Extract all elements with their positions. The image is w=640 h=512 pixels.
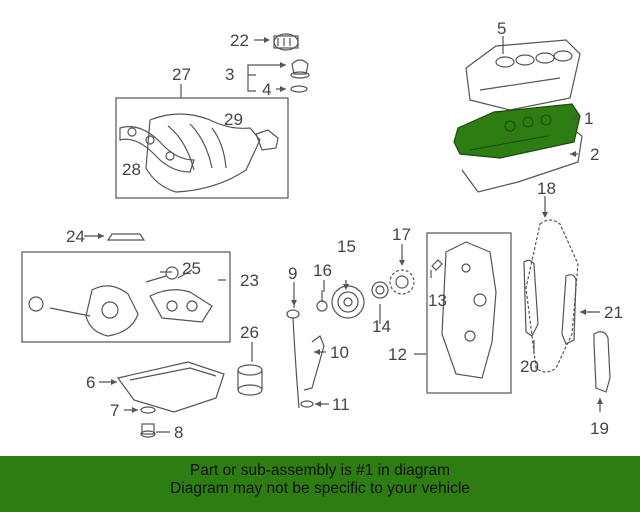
intake-manifold-part bbox=[145, 113, 261, 193]
callout-2: 2 bbox=[590, 145, 599, 164]
callout-12: 12 bbox=[388, 345, 407, 364]
crank-seal-part bbox=[371, 281, 389, 299]
callout-arrows bbox=[98, 37, 603, 413]
callout-14: 14 bbox=[372, 317, 391, 336]
callout-25: 25 bbox=[182, 259, 201, 278]
oil-cap-part bbox=[290, 59, 310, 79]
callout-1: 1 bbox=[584, 109, 593, 128]
callout-6: 6 bbox=[86, 373, 95, 392]
callout-13: 13 bbox=[428, 291, 447, 310]
oil-filler-cap-part bbox=[273, 33, 299, 51]
timing-chain-part bbox=[525, 219, 579, 373]
bolt-part bbox=[316, 290, 328, 312]
cover-bolt-part bbox=[431, 259, 443, 271]
chain-guide-part bbox=[523, 259, 539, 337]
crank-pulley-part bbox=[331, 285, 365, 319]
callout-3: 3 bbox=[225, 65, 234, 84]
oil-filter-part bbox=[237, 364, 263, 396]
drain-plug-part bbox=[140, 423, 156, 438]
callout-17: 17 bbox=[392, 225, 411, 244]
washer-part bbox=[140, 406, 156, 414]
callout-16: 16 bbox=[313, 261, 332, 280]
pump-gasket-part bbox=[106, 233, 146, 241]
callout-10: 10 bbox=[330, 343, 349, 362]
callout-19: 19 bbox=[590, 419, 609, 438]
callout-7: 7 bbox=[110, 401, 119, 420]
callout-26: 26 bbox=[240, 323, 259, 342]
oil-pan-part bbox=[116, 361, 225, 413]
dipstick-tube-part bbox=[303, 335, 325, 391]
callout-21: 21 bbox=[604, 303, 623, 322]
callout-9: 9 bbox=[288, 264, 297, 283]
callout-27: 27 bbox=[172, 65, 191, 84]
callout-11: 11 bbox=[332, 395, 350, 414]
valve-cover-gasket-part bbox=[461, 129, 583, 193]
intake-gasket-part bbox=[119, 126, 195, 173]
gasket-ring-part bbox=[290, 85, 308, 93]
sensor-part bbox=[255, 129, 279, 151]
leader-lines bbox=[84, 36, 601, 433]
engine-cover-part bbox=[465, 39, 581, 111]
callout-22: 22 bbox=[230, 31, 249, 50]
callout-4: 4 bbox=[262, 80, 271, 99]
callout-24: 24 bbox=[66, 227, 85, 246]
callout-18: 18 bbox=[537, 179, 556, 198]
group-box-23 bbox=[21, 251, 231, 343]
banner-line-1: Part or sub-assembly is #1 in diagram bbox=[189, 462, 451, 479]
group-box-12 bbox=[426, 232, 512, 394]
crank-sprocket-part bbox=[389, 269, 415, 295]
callout-28: 28 bbox=[122, 160, 141, 179]
oil-pump-part bbox=[28, 266, 213, 337]
banner-line-2: Diagram may not be specific to your vehi… bbox=[170, 480, 470, 497]
callout-8: 8 bbox=[174, 423, 183, 442]
o-ring-part bbox=[300, 400, 314, 408]
dipstick-part bbox=[286, 309, 300, 409]
info-banner: Part or sub-assembly is #1 in diagram Di… bbox=[0, 456, 640, 512]
parts-diagram: 22 3 4 27 29 28 5 1 2 18 24 25 23 9 16 1… bbox=[21, 19, 623, 442]
callout-29: 29 bbox=[224, 110, 243, 129]
callout-23: 23 bbox=[240, 271, 259, 290]
callout-5: 5 bbox=[497, 19, 506, 38]
callout-20: 20 bbox=[520, 357, 539, 376]
callout-15: 15 bbox=[337, 237, 356, 256]
group-box-27 bbox=[115, 97, 289, 199]
tensioner-arm-part bbox=[561, 274, 577, 345]
lower-guide-part bbox=[593, 331, 611, 393]
valve-cover-highlight bbox=[453, 103, 581, 159]
timing-cover-part bbox=[441, 241, 497, 379]
